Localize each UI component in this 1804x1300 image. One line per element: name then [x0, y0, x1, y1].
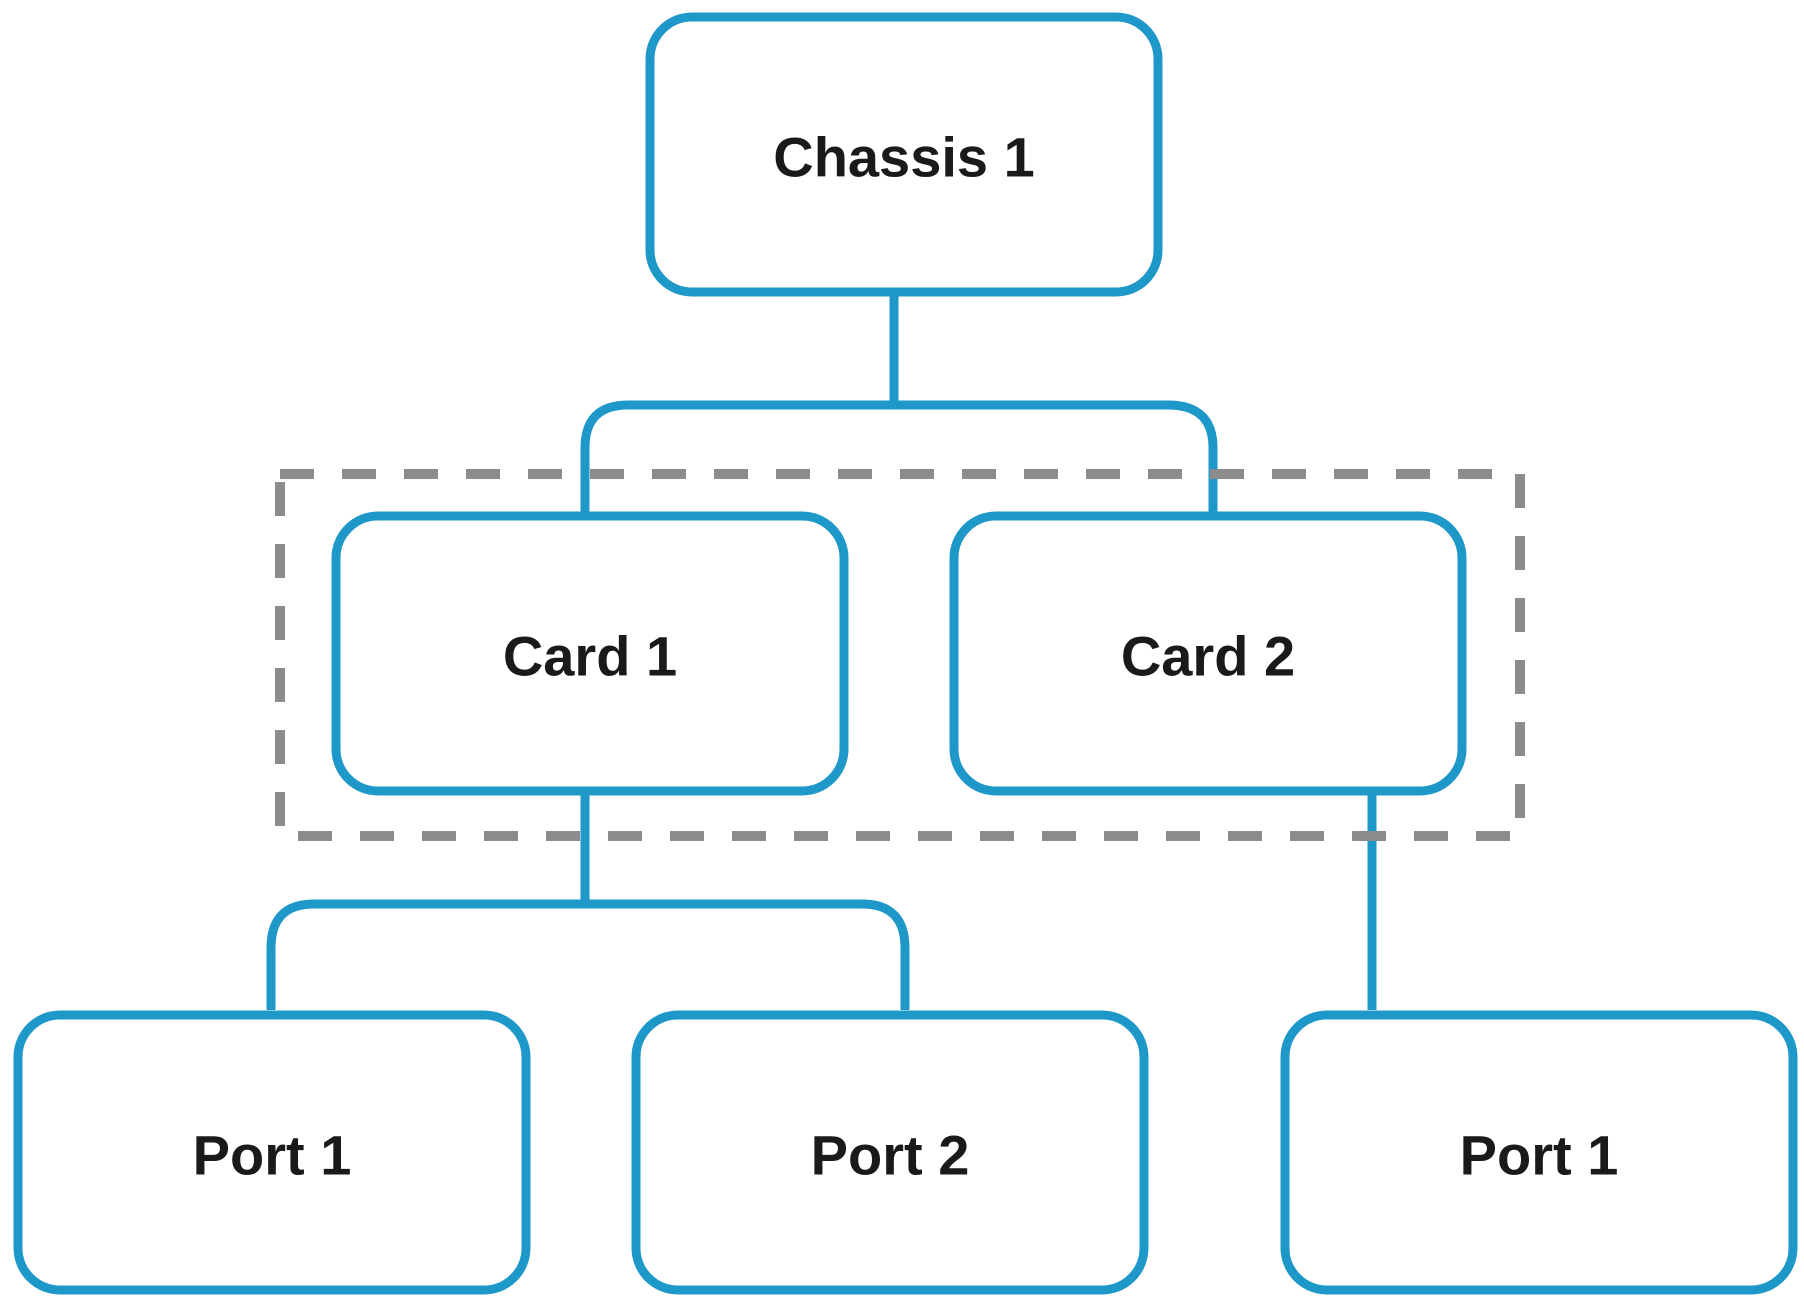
connector-chassis-to-cards — [580, 292, 1218, 512]
card-group-outline — [275, 469, 1525, 841]
node-label-card-1: Card 1 — [503, 625, 677, 688]
node-label-card-2: Card 2 — [1121, 625, 1295, 688]
node-label-card1-port-2: Port 2 — [811, 1124, 970, 1187]
node-box-card2-port-1 — [1280, 1010, 1798, 1295]
node-box-card1-port-1 — [13, 1010, 531, 1295]
node-label-card1-port-1: Port 1 — [193, 1124, 352, 1187]
node-label-chassis-1: Chassis 1 — [773, 126, 1035, 189]
node-box-chassis-1 — [645, 12, 1163, 297]
node-box-card1-port-2 — [631, 1010, 1149, 1295]
connector-card1-to-ports — [266, 790, 910, 1010]
node-label-card2-port-1: Port 1 — [1460, 1124, 1619, 1187]
node-box-card-1 — [331, 511, 849, 796]
node-box-card-2 — [949, 511, 1467, 796]
